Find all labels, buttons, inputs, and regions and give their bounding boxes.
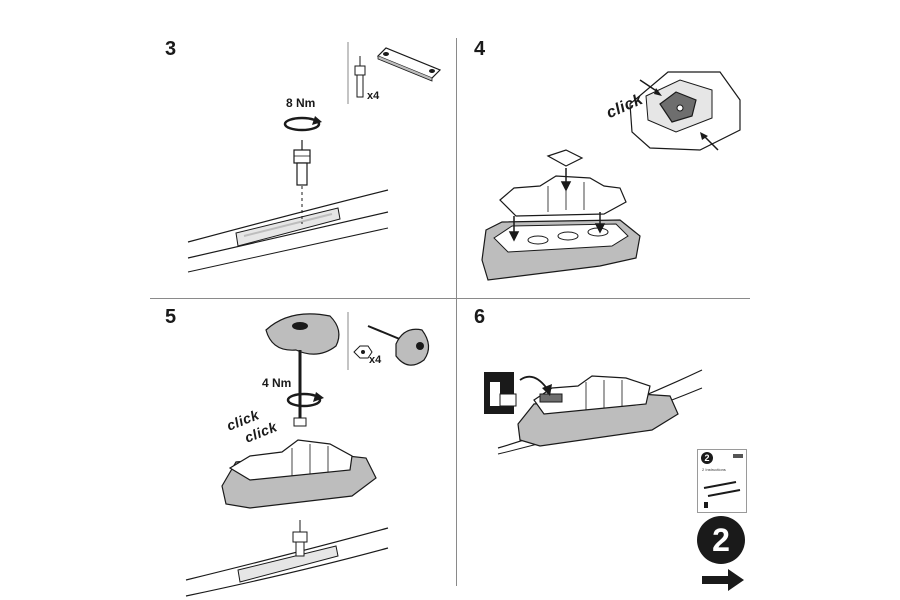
qty-label-step5: x4 [369, 354, 382, 366]
step-number-4: 4 [474, 38, 486, 60]
next-booklet-number: 2 [697, 516, 745, 564]
bolt [292, 520, 308, 557]
step-number-5: 5 [165, 306, 177, 328]
foot-base [481, 219, 641, 281]
step-number-3: 3 [165, 38, 177, 60]
booklet-number: 2 [701, 452, 713, 464]
curved-arrow-icon [519, 375, 552, 396]
foot-assembly [517, 375, 679, 447]
detail-zoom [629, 71, 741, 151]
bolt-small [354, 56, 366, 98]
booklet-text: 2 Instructions [702, 467, 726, 472]
instruction-booklet: 2 2 Instructions [697, 449, 747, 513]
horizontal-divider [150, 298, 750, 299]
roof-rail [185, 527, 389, 581]
hex-key-handle [265, 313, 340, 427]
rotation-arrow-icon [283, 116, 322, 132]
foot-assembly [221, 439, 377, 509]
torque-label-step3: 8 Nm [286, 96, 316, 110]
rotation-arrow-icon [286, 392, 324, 408]
end-cap-part [484, 372, 517, 414]
step-number-6: 6 [474, 306, 486, 328]
booklet-tag [733, 454, 743, 458]
vertical-divider [456, 38, 457, 586]
nut-part [353, 345, 373, 359]
plate-part [376, 47, 442, 82]
bolt [293, 140, 311, 186]
torque-label-step5: 4 Nm [262, 376, 292, 390]
qty-label-step3: x4 [367, 90, 380, 102]
clip-part [546, 149, 584, 167]
roof-rail [187, 189, 389, 243]
right-arrow-icon [702, 569, 744, 591]
hex-key-tool [367, 325, 430, 366]
booklet-bars-icon [703, 481, 741, 508]
